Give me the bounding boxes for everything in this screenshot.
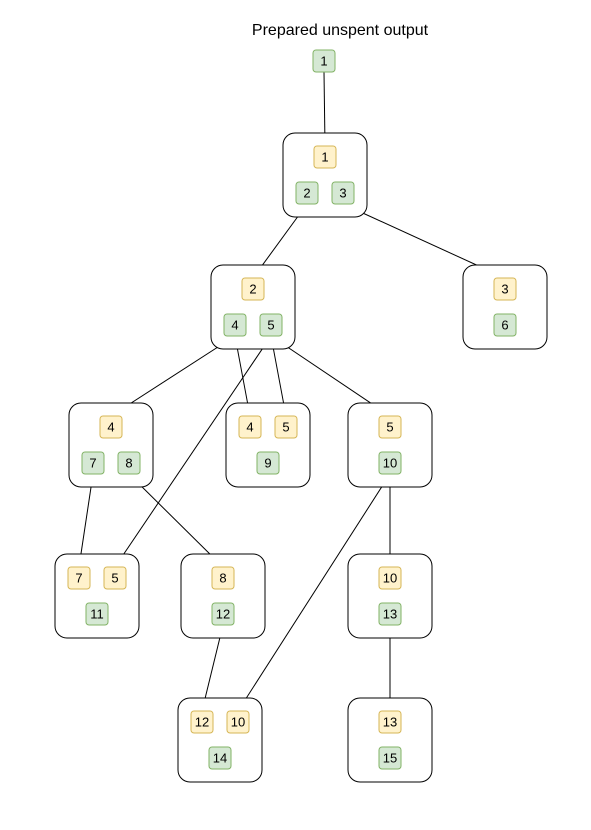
input-chip-tx45-0: 4	[238, 415, 262, 439]
edge-tx4-out-0-to-tx75-in-0	[76, 473, 94, 568]
input-chip-tx75-0-label: 7	[75, 571, 82, 586]
output-chip-tx2-1: 5	[259, 313, 283, 337]
input-chip-tx45-0-label: 4	[246, 420, 253, 435]
input-chip-tx3-0-label: 3	[501, 282, 508, 297]
edge-tx4-out-1-to-tx8-in-0	[128, 473, 224, 568]
transaction-box-tx45: 4 5 9	[225, 402, 311, 488]
input-chip-tx2-0-label: 2	[249, 282, 256, 297]
output-chip-tx45-0: 9	[256, 451, 280, 475]
output-chip-tx4-0: 7	[81, 451, 105, 475]
output-chip-tx1210-0-label: 14	[213, 751, 227, 766]
output-chip-tx10-0-label: 13	[383, 607, 397, 622]
output-chip-tx1-0-label: 2	[303, 186, 310, 201]
transaction-frame	[462, 264, 548, 350]
input-chip-tx4-0-label: 4	[107, 420, 114, 435]
transaction-frame	[347, 553, 433, 639]
transaction-box-tx10: 10 13	[347, 553, 433, 639]
transaction-box-tx3: 36	[462, 264, 548, 350]
input-chip-tx75-1: 5	[103, 566, 127, 590]
output-chip-tx10-0: 13	[378, 602, 402, 626]
output-chip-tx1-0: 2	[295, 181, 319, 205]
transaction-box-tx1: 1 2 3	[282, 132, 368, 218]
input-chip-tx1210-1-label: 10	[231, 715, 245, 730]
output-chip-tx5-0: 10	[378, 451, 402, 475]
output-chip-tx8-0: 12	[211, 602, 235, 626]
input-chip-tx13-0: 13	[378, 710, 402, 734]
input-chip-tx1210-0-label: 12	[195, 715, 209, 730]
transaction-box-tx1210: 12 10 14	[177, 697, 263, 783]
input-chip-tx3-0: 3	[493, 277, 517, 301]
output-chip-tx1-1-label: 3	[339, 186, 346, 201]
input-chip-tx5-0-label: 5	[386, 420, 393, 435]
transaction-box-tx75: 7 5 11	[54, 553, 140, 639]
output-chip-tx4-1-label: 8	[125, 456, 132, 471]
output-chip-tx1-1: 3	[331, 181, 355, 205]
input-chip-tx75-1-label: 5	[111, 571, 118, 586]
output-chip-tx75-0: 11	[85, 602, 109, 626]
output-chip-tx5-0-label: 10	[383, 456, 397, 471]
diagram-title: Prepared unspent output	[251, 22, 429, 39]
output-chip-tx3-0: 6	[493, 313, 517, 337]
edge-tx8-out-0-to-tx1210-in-0	[200, 624, 224, 712]
input-chip-tx10-0: 10	[378, 566, 402, 590]
input-chip-tx10-0-label: 10	[383, 571, 397, 586]
root-output-chip-label: 1	[320, 54, 327, 69]
input-chip-tx5-0: 5	[378, 415, 402, 439]
input-chip-tx45-1: 5	[274, 415, 298, 439]
root-output-chip: 1	[312, 49, 336, 73]
input-chip-tx4-0: 4	[99, 415, 123, 439]
input-chip-tx1-0: 1	[313, 145, 337, 169]
output-chip-tx4-0-label: 7	[89, 456, 96, 471]
output-chip-tx2-0-label: 4	[231, 318, 238, 333]
transaction-frame	[180, 553, 266, 639]
output-chip-tx4-1: 8	[117, 451, 141, 475]
transaction-box-tx2: 2 4 5	[210, 264, 296, 350]
transaction-box-tx8: 8 12	[180, 553, 266, 639]
output-chip-tx1210-0: 14	[208, 746, 232, 770]
input-chip-tx2-0: 2	[241, 277, 265, 301]
input-chip-tx8-0-label: 8	[219, 571, 226, 586]
input-chip-tx75-0: 7	[67, 566, 91, 590]
output-chip-tx13-0: 15	[378, 746, 402, 770]
transaction-frame	[347, 697, 433, 783]
output-chip-tx2-0: 4	[223, 313, 247, 337]
output-chip-tx75-0-label: 11	[90, 607, 104, 622]
transaction-box-tx5: 5 10	[347, 402, 433, 488]
input-chip-tx45-1-label: 5	[282, 420, 289, 435]
output-chip-tx45-0-label: 9	[264, 456, 271, 471]
input-chip-tx1210-1: 10	[226, 710, 250, 734]
input-chip-tx1210-0: 12	[190, 710, 214, 734]
output-chip-tx2-1-label: 5	[267, 318, 274, 333]
output-chip-tx3-0-label: 6	[501, 318, 508, 333]
edge-tx5-out-0-to-tx1210-in-1	[237, 473, 391, 712]
transaction-box-tx13: 13 15	[347, 697, 433, 783]
output-chip-tx13-0-label: 15	[383, 751, 397, 766]
edge-tx2-out-1-to-tx75-in-1	[114, 335, 272, 568]
transaction-box-tx4: 4 7 8	[68, 402, 154, 488]
input-chip-tx13-0-label: 13	[383, 715, 397, 730]
input-chip-tx1-0-label: 1	[321, 150, 328, 165]
transaction-frame	[347, 402, 433, 488]
input-chip-tx8-0: 8	[211, 566, 235, 590]
output-chip-tx8-0-label: 12	[216, 607, 230, 622]
